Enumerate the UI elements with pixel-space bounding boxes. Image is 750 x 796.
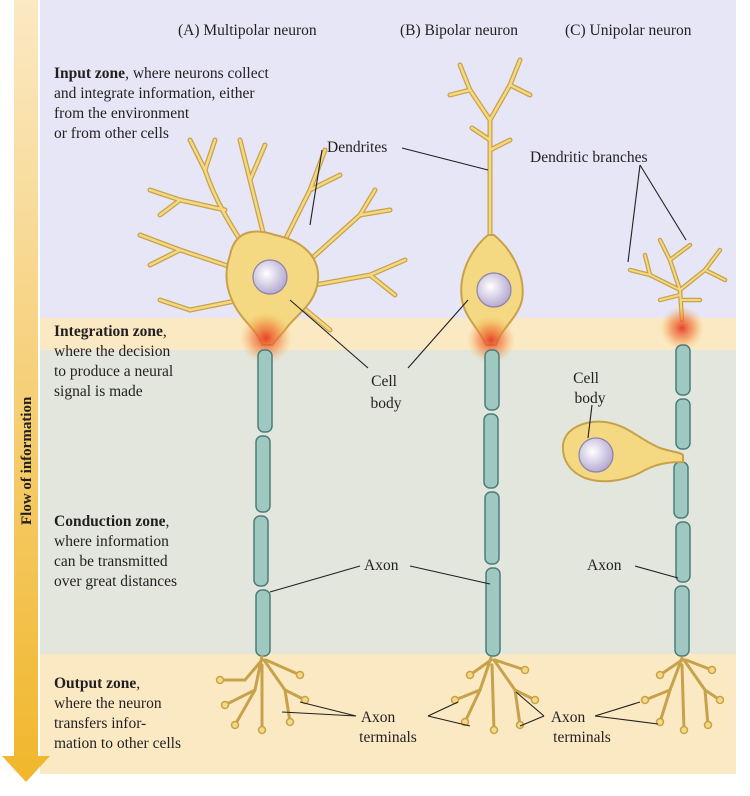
bipolar-nucleus	[476, 272, 512, 308]
bipolar-neuron	[447, 57, 540, 735]
multipolar-neuron	[137, 137, 408, 735]
label-dendrites: Dendrites	[327, 139, 387, 156]
multipolar-nucleus	[252, 259, 288, 295]
leader-lines	[269, 147, 687, 727]
header-multipolar: (A) Multipolar neuron	[178, 22, 317, 39]
flow-label: Flow of information	[19, 396, 35, 525]
header-unipolar: (C) Unipolar neuron	[565, 22, 692, 39]
header-bipolar: (B) Bipolar neuron	[400, 22, 518, 39]
bipolar-axon	[483, 349, 501, 657]
label-axon-right: Axon	[587, 557, 622, 574]
unipolar-axon	[673, 344, 691, 657]
label-axon-left: Axon	[364, 557, 399, 574]
conduction-zone-band	[40, 350, 736, 654]
multipolar-hotspot	[240, 312, 292, 364]
multipolar-axon	[253, 349, 273, 657]
input-zone-text: Input zone, where neurons collect and in…	[54, 65, 273, 142]
label-cell-body-left: Cell body	[371, 373, 402, 412]
output-zone-text: Output zone, where the neuron transfers …	[54, 675, 181, 752]
multipolar-axon-terminals	[218, 654, 307, 732]
unipolar-axon-terminals	[643, 656, 722, 732]
label-dendritic-branches: Dendritic branches	[530, 149, 648, 166]
conduction-zone-text: Conduction zone, where information can b…	[54, 513, 177, 590]
bipolar-axon-terminals	[453, 656, 537, 732]
label-axon-terminals-left: Axon terminals	[359, 709, 417, 746]
unipolar-neuron	[561, 237, 728, 735]
label-axon-terminals-right: Axon terminals	[551, 709, 611, 746]
bipolar-hotspot	[467, 316, 515, 364]
unipolar-nucleus	[578, 437, 614, 473]
integration-zone-band	[40, 318, 736, 350]
label-cell-body-right: Cell body	[573, 370, 606, 407]
output-zone-band	[40, 654, 736, 774]
flow-arrow	[2, 0, 50, 782]
integration-zone-text: Integration zone, where the decision to …	[54, 323, 177, 400]
unipolar-hotspot	[660, 306, 704, 350]
